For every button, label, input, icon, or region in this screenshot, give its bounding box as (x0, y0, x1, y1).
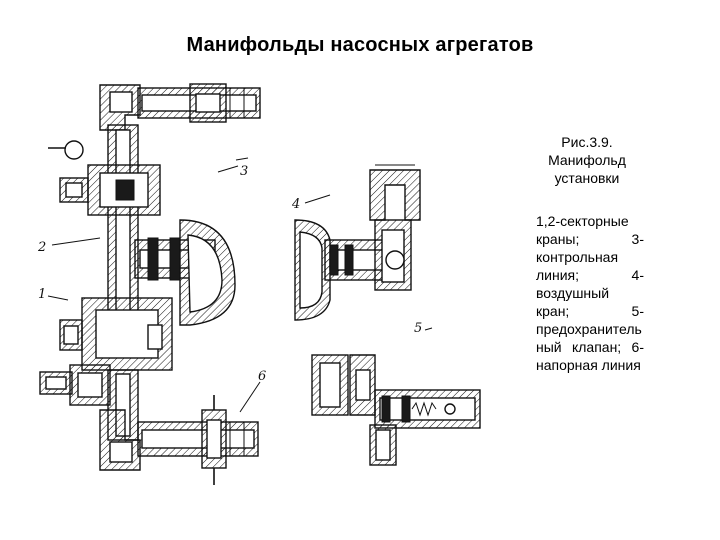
slide-title: Манифольды насосных агрегатов (186, 34, 534, 56)
callouts: 3 4 2 1 5 6 (37, 157, 433, 413)
main-manifold (39, 83, 261, 485)
callout-4: 4 (291, 197, 300, 212)
figure-caption: Рис.3.9. Манифольд установки (548, 134, 626, 186)
figure-description: 1,2-секторные краны; 3-контрольная линия… (536, 213, 644, 373)
callout-3: 3 (240, 164, 248, 179)
callout-5: 5 (414, 321, 422, 336)
air-valve-detail (294, 164, 421, 321)
callout-6: 6 (258, 369, 266, 384)
manifold-technical-drawing: 3 4 2 1 5 6 (37, 83, 481, 485)
callout-2: 2 (37, 240, 46, 255)
callout-1: 1 (38, 287, 46, 302)
safety-valve-detail (311, 354, 481, 466)
